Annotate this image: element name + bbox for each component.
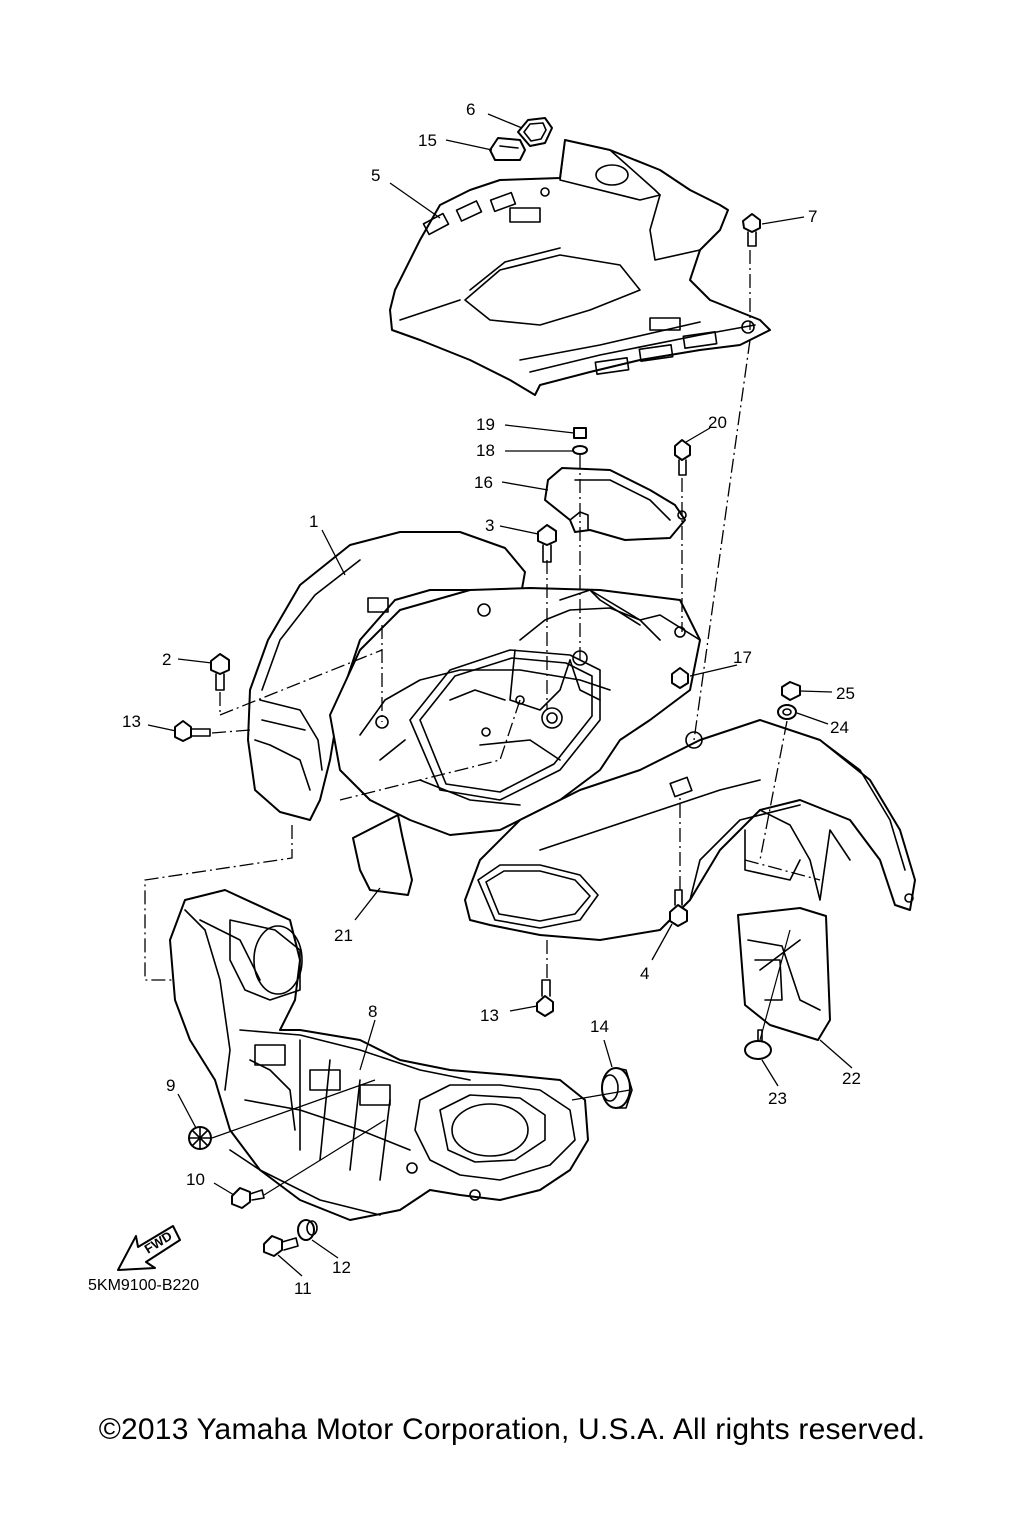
callout-2: 2 (162, 650, 171, 669)
part-rear-fender (247, 531, 916, 941)
callout-11: 11 (294, 1279, 312, 1298)
callout-18: 18 (476, 441, 495, 460)
callout-20: 20 (708, 413, 727, 432)
callout-10: 10 (186, 1170, 205, 1189)
callout-21: 21 (334, 926, 353, 945)
callout-9: 9 (166, 1076, 175, 1095)
callout-labels: 6 15 5 7 19 20 18 16 1 3 2 17 25 13 24 2… (88, 100, 861, 1298)
callout-16: 16 (474, 473, 493, 492)
callout-3: 3 (485, 516, 494, 535)
callout-24: 24 (830, 718, 849, 737)
part-top-cover (389, 139, 771, 396)
part-rear-carrier (169, 889, 589, 1221)
diagram-reference-code: 5KM9100-B220 (88, 1277, 199, 1294)
callout-8: 8 (368, 1002, 377, 1021)
callout-23: 23 (768, 1089, 787, 1108)
callout-6: 6 (466, 100, 475, 119)
leader-lines (147, 113, 853, 1277)
part-flap (352, 814, 413, 896)
part-cap (517, 117, 553, 147)
callout-13-right: 13 (480, 1006, 499, 1025)
part-bolt-13-right (536, 979, 554, 1017)
callout-1: 1 (309, 512, 318, 531)
part-emblem (188, 1126, 212, 1150)
callout-15: 15 (418, 131, 437, 150)
callout-22: 22 (842, 1069, 861, 1088)
callout-17: 17 (733, 648, 752, 667)
part-nut-25 (781, 681, 801, 701)
callout-5: 5 (371, 166, 380, 185)
part-screw-top (742, 213, 761, 247)
callout-19: 19 (476, 415, 495, 434)
part-bracket (544, 427, 691, 541)
part-bolt-4 (669, 889, 688, 927)
part-collar (297, 1219, 318, 1241)
fwd-arrow: FWD (117, 1225, 181, 1271)
callout-25: 25 (836, 684, 855, 703)
part-push-rivet (744, 1029, 772, 1060)
copyright-notice: ©2013 Yamaha Motor Corporation, U.S.A. A… (98, 1413, 926, 1446)
part-bolt-13-left (174, 720, 211, 742)
part-washer-24 (777, 704, 797, 720)
part-bolt-17 (671, 667, 689, 689)
part-grommet (601, 1067, 633, 1109)
callout-14: 14 (590, 1017, 609, 1036)
part-clip (489, 137, 526, 161)
callout-13-left: 13 (122, 712, 141, 731)
callout-4: 4 (640, 964, 649, 983)
callout-12: 12 (332, 1258, 351, 1277)
part-bolt-2 (210, 653, 230, 691)
callout-7: 7 (808, 207, 817, 226)
part-bolt-10 (231, 1187, 265, 1209)
part-bolt-11 (263, 1235, 299, 1257)
part-bolt-3 (537, 524, 557, 563)
part-mud-guard (737, 907, 831, 1041)
